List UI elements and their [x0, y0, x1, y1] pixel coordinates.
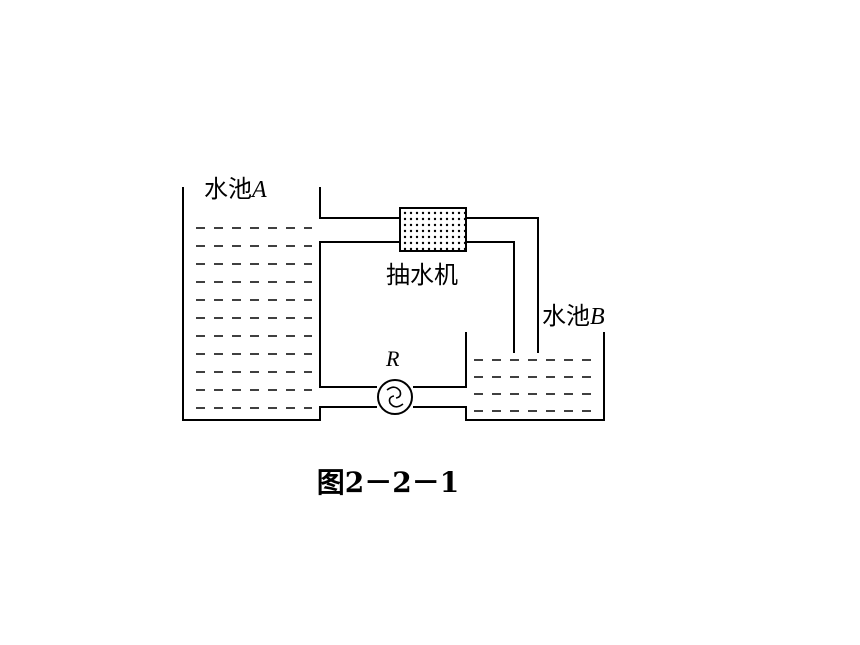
figure-caption: 图2－2－1	[317, 466, 459, 499]
tank-b-walls	[465, 332, 605, 421]
tank-a-label: 水池A	[204, 175, 267, 203]
turbine-label: R	[385, 346, 400, 371]
tank-b-label: 水池B	[542, 302, 605, 330]
tank-b	[465, 332, 605, 421]
tank-b-water	[474, 359, 600, 412]
lower-pipe	[319, 386, 467, 408]
tank-a-water	[196, 227, 312, 409]
turbine-r	[377, 379, 413, 415]
tank-a	[182, 187, 321, 421]
pump-label: 抽水机	[386, 261, 458, 289]
upper-pipe	[319, 217, 539, 353]
pump-box	[399, 207, 467, 252]
tank-a-walls	[182, 187, 321, 421]
